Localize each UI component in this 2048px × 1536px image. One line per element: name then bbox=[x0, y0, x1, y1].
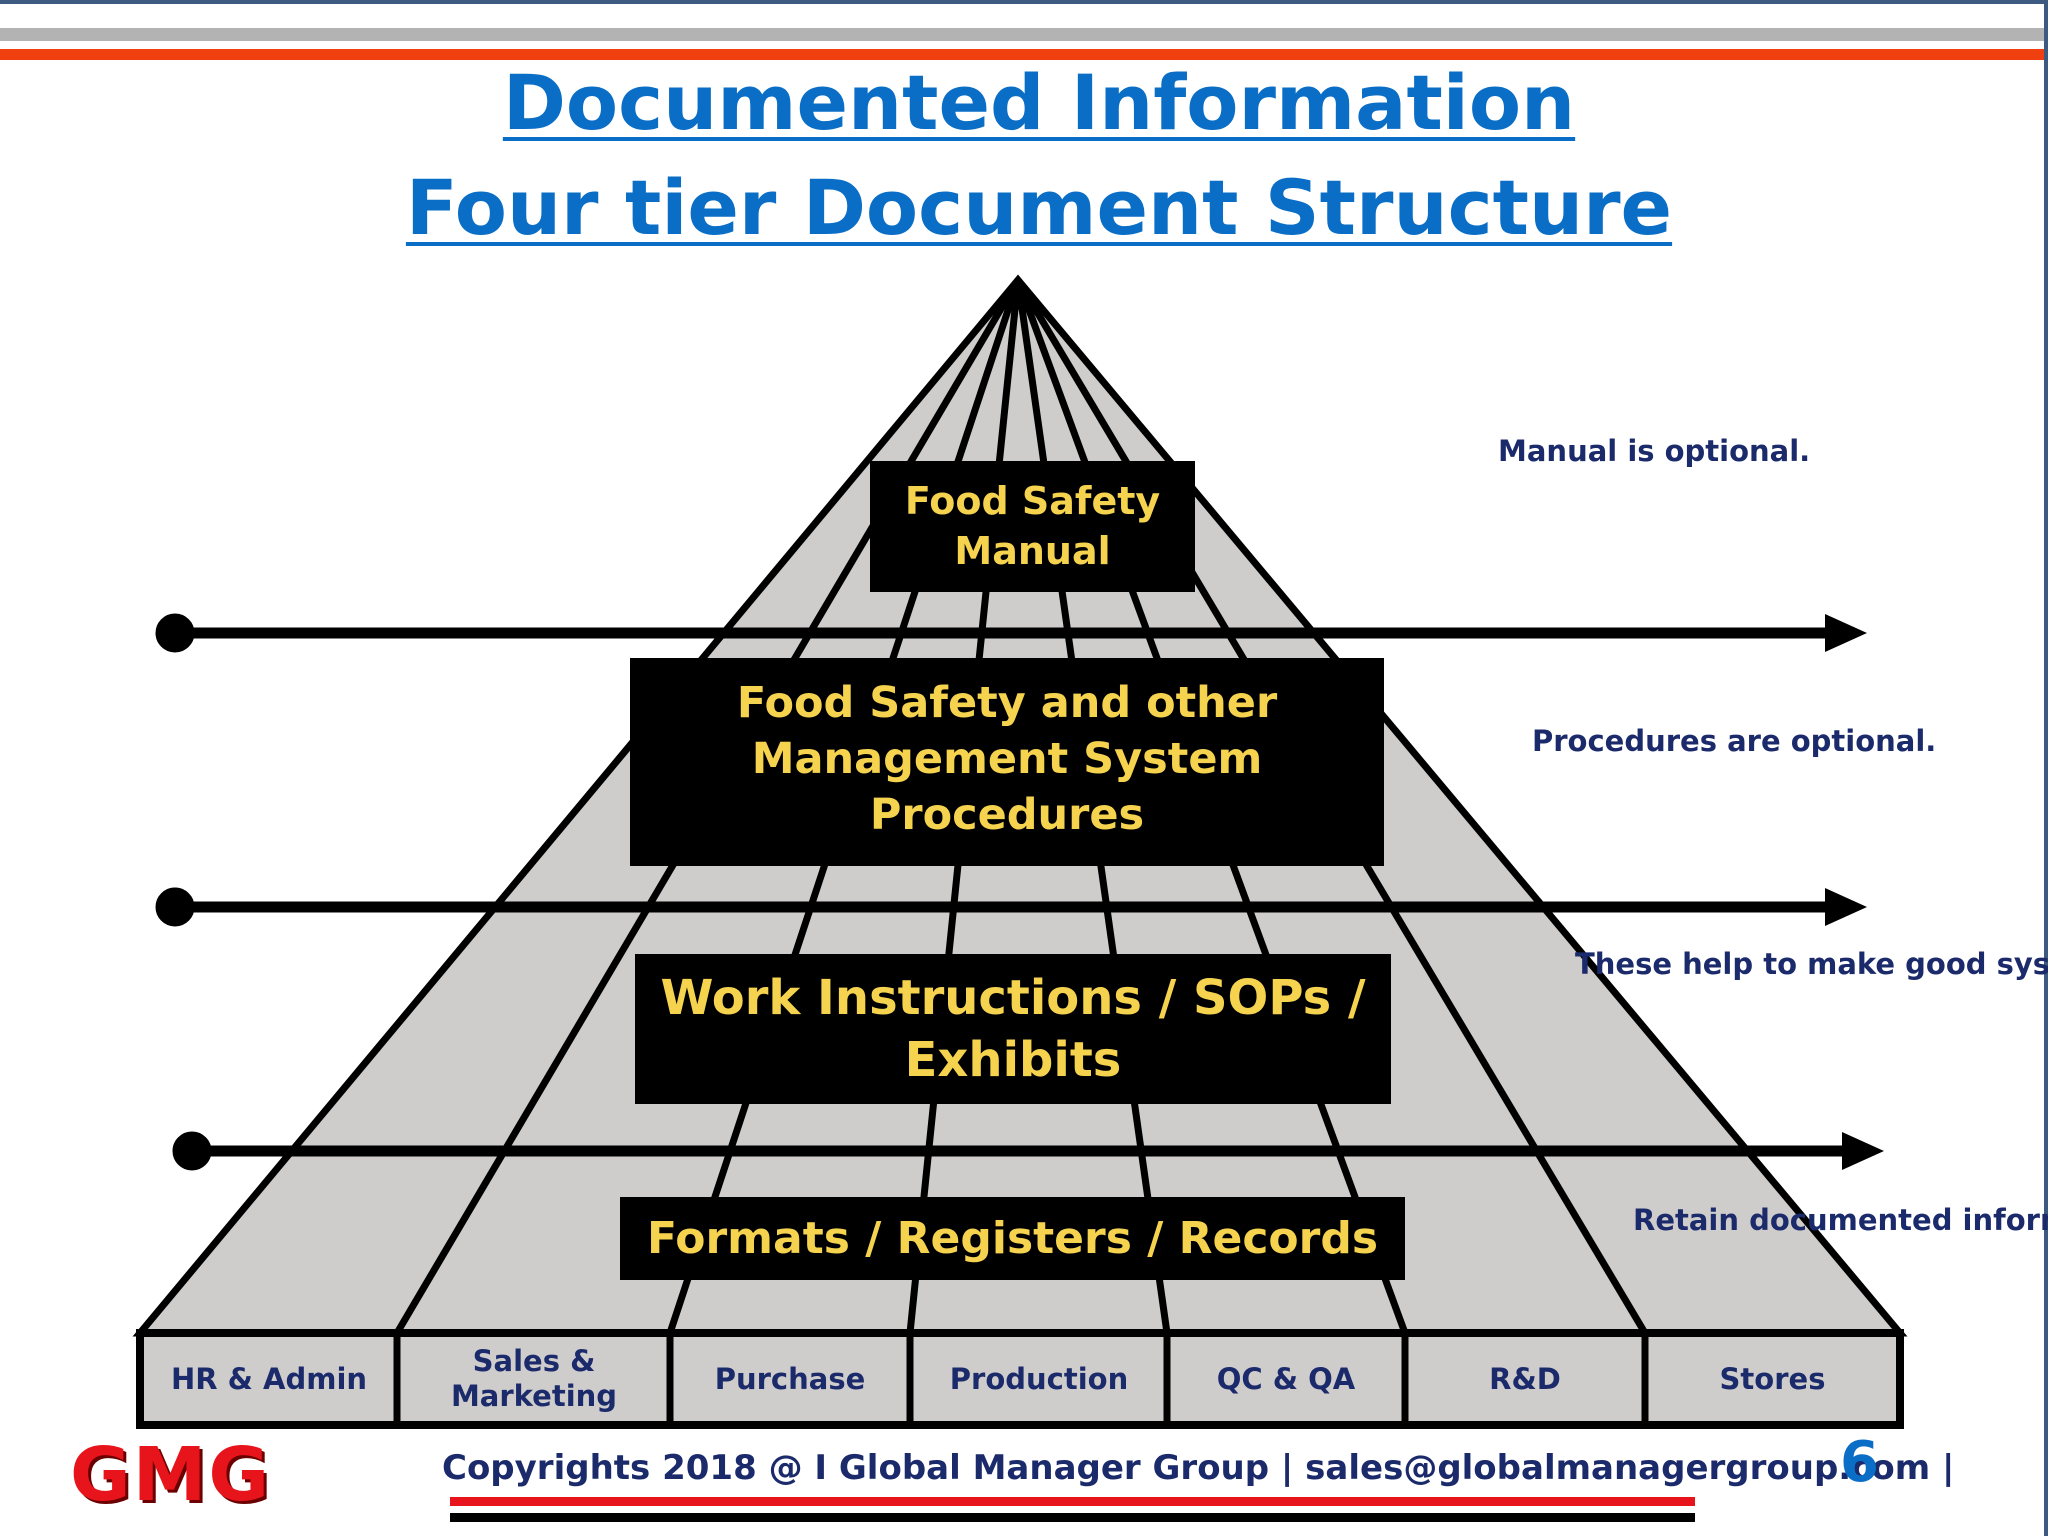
department-label: QC & QA bbox=[1216, 1361, 1356, 1396]
department-label: Purchase bbox=[714, 1361, 866, 1396]
department-label: HR & Admin bbox=[170, 1361, 368, 1396]
tier-arrows bbox=[155, 613, 1884, 1171]
tier-work-instructions-box: Work Instructions / SOPs / Exhibits bbox=[635, 954, 1391, 1104]
note-manual: Manual is optional. bbox=[1498, 434, 1811, 468]
tier-records-box: Formats / Registers / Records bbox=[620, 1197, 1405, 1280]
footer-red-bar bbox=[450, 1497, 1695, 1506]
department-production: Production bbox=[914, 1335, 1164, 1423]
footer-black-bar bbox=[450, 1513, 1695, 1522]
tier-procedures-label: Food Safety and other Management System … bbox=[736, 678, 1278, 840]
footer-copyright: Copyrights 2018 @ I Global Manager Group… bbox=[442, 1448, 1955, 1488]
arrow-1-dot bbox=[155, 613, 195, 653]
tier-records-label: Formats / Registers / Records bbox=[646, 1212, 1379, 1264]
arrow-2-head bbox=[1825, 888, 1867, 926]
tier-work-instructions-label: Work Instructions / SOPs / Exhibits bbox=[660, 969, 1366, 1088]
department-sales-marketing: Sales & Marketing bbox=[401, 1335, 667, 1423]
note-work-instructions: These help to make good system. bbox=[1575, 947, 2048, 981]
department-label: R&D bbox=[1489, 1361, 1561, 1396]
arrow-3-head bbox=[1842, 1132, 1884, 1170]
tier-manual-label: Food Safety Manual bbox=[904, 479, 1161, 573]
frame-top-line bbox=[0, 0, 2048, 4]
department-dividers bbox=[393, 1333, 1649, 1425]
department-label: Stores bbox=[1719, 1361, 1826, 1396]
department-rnd: R&D bbox=[1409, 1335, 1641, 1423]
department-hr-admin: HR & Admin bbox=[144, 1335, 394, 1423]
arrow-3-dot bbox=[172, 1131, 212, 1171]
department-qc-qa: QC & QA bbox=[1171, 1335, 1401, 1423]
note-procedures: Procedures are optional. bbox=[1532, 724, 1937, 758]
page-number: 6 bbox=[1840, 1430, 1879, 1495]
page-subtitle: Four tier Document Structure bbox=[405, 163, 1673, 252]
header-grey-bar bbox=[0, 28, 2048, 41]
department-strip bbox=[136, 1329, 1904, 1429]
arrow-1-head bbox=[1825, 614, 1867, 652]
page-title: Documented Information bbox=[502, 58, 1576, 147]
header-orange-bar bbox=[0, 49, 2048, 60]
department-label: Production bbox=[949, 1361, 1129, 1396]
frame-right-line bbox=[2044, 0, 2048, 1536]
arrow-2-dot bbox=[155, 887, 195, 927]
department-purchase: Purchase bbox=[674, 1335, 906, 1423]
note-records: Retain documented informat bbox=[1633, 1203, 2048, 1237]
department-stores: Stores bbox=[1649, 1335, 1896, 1423]
department-label: Sales & Marketing bbox=[450, 1344, 618, 1413]
tier-procedures-box: Food Safety and other Management System … bbox=[630, 658, 1384, 866]
tier-manual-box: Food Safety Manual bbox=[870, 461, 1195, 592]
gmg-logo: GMG bbox=[70, 1432, 272, 1518]
